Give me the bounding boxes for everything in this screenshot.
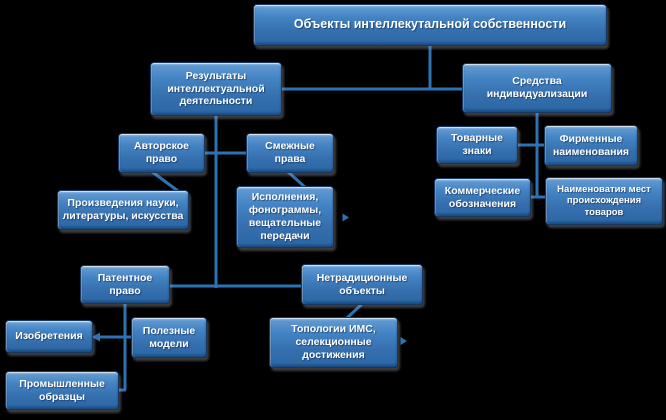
node-appellations-of-origin: Наименоватия мест происхождения товаров	[545, 177, 663, 225]
arrow-left-icon	[92, 332, 100, 342]
node-copyright: Авторское право	[118, 133, 205, 173]
node-results-of-intellectual-activity: Результаты интеллектуальной деятельности	[150, 62, 282, 116]
node-means-of-individualization: Средства индивидуализации	[462, 63, 612, 113]
node-objects-of-intellectual-property: Объекты интеллекутальной собственности	[253, 4, 607, 46]
arrow-right-icon	[400, 337, 407, 345]
node-industrial-designs: Промышленные образцы	[5, 371, 119, 410]
arrow-right-icon	[342, 213, 349, 222]
node-nontraditional-objects: Нетрадиционные объекты	[301, 264, 423, 305]
node-commercial-designations: Коммерческие обозначения	[434, 178, 531, 217]
node-patent-law: Патентное право	[80, 265, 170, 304]
node-performances-phonograms-broadcasts: Исполнения, фонограммы, вещательные пере…	[236, 186, 334, 248]
node-trade-names: Фирменные наименования	[544, 125, 638, 166]
node-trademarks: Товарные знаки	[436, 126, 518, 164]
node-ims-topologies-selection-achievements: Топологии ИМС, селекционные достижения	[269, 317, 398, 368]
node-works-of-science-literature-art: Произведения науки, литературы, искусств…	[57, 190, 189, 230]
node-inventions: Изобретения	[5, 320, 93, 353]
node-utility-models: Полезные модели	[131, 317, 207, 358]
node-related-rights: Смежные права	[246, 133, 334, 173]
